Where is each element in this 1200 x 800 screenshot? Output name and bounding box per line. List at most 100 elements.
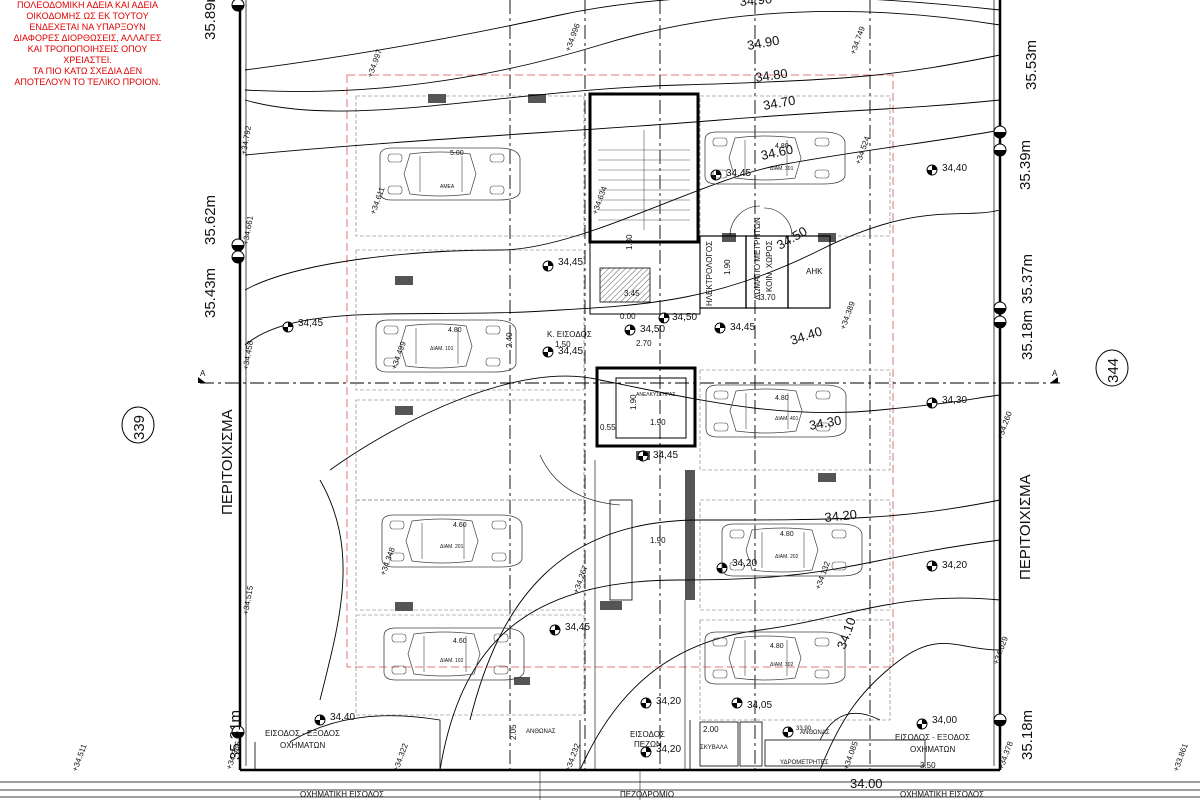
contour-label: 34.90 bbox=[746, 33, 781, 53]
drawing-label: ΑΝΘΩΝΑΣ bbox=[800, 730, 830, 736]
drawing-label: +34.458 bbox=[241, 340, 255, 371]
drawing-label: 4.80 bbox=[770, 643, 784, 650]
drawing-label: 1.90 bbox=[650, 536, 666, 545]
contour-label: 34.10 bbox=[834, 615, 859, 651]
drawing-label: 0.00 bbox=[620, 312, 636, 321]
drawing-label: +34.260 bbox=[995, 410, 1014, 441]
drawing-label: ΑΝΘΩΝΑΣ bbox=[526, 729, 556, 735]
drawing-label: 35.18m bbox=[1019, 310, 1036, 360]
drawing-label: ΕΙΣΟΔΟΣ - ΕΞΟΔΟΣ bbox=[265, 729, 340, 738]
drawing-label: 4.80 bbox=[775, 395, 789, 402]
drawing-label: ΟΧΗΜΑΤΩΝ bbox=[910, 745, 955, 754]
drawing-label: +34.232 bbox=[563, 742, 582, 773]
dimensions: 0.00 2.70 1.50 1.90 1.90 1.90 1.30 3.70 … bbox=[505, 234, 936, 770]
drawing-label: 1.30 bbox=[625, 234, 634, 250]
drawing-label: 2.70 bbox=[636, 339, 652, 348]
drawing-label: +34.996 bbox=[563, 22, 582, 53]
drawing-label: 34,45 bbox=[558, 346, 583, 357]
drawing-label: ΔΙΑΜ. 101 bbox=[430, 346, 454, 352]
drawing-label: 344 bbox=[1105, 358, 1122, 383]
drawing-label: 35.62m bbox=[202, 195, 219, 245]
contour-label: 34.40 bbox=[788, 324, 824, 348]
plot-numbers: 339 344 bbox=[121, 349, 1129, 444]
edge-levels: 35.89m 35.62m 35.43m 35.31m 35.53m 35.39… bbox=[202, 0, 1040, 760]
note-line: ΧΡΕΙΑΣΤΕΙ. bbox=[63, 55, 112, 65]
drawing-label: ΔΙΑΜ. 302 bbox=[770, 662, 794, 668]
drawing-label: +33.861 bbox=[1171, 742, 1190, 773]
building-envelope bbox=[346, 74, 894, 668]
note-line: ΤΑ ΠΙΟ ΚΑΤΩ ΣΧΕΔΙΑ ΔΕΝ bbox=[32, 66, 143, 76]
drawing-label: 34,45 bbox=[565, 622, 590, 633]
drawing-label: ΔΙΑΜ. 102 bbox=[440, 658, 464, 664]
drawing-label: 1.50 bbox=[555, 340, 571, 349]
contour-label: 34.70 bbox=[762, 93, 797, 113]
drawing-label: ΠΕΡΙΤΟΙΧΙΣΜΑ bbox=[219, 409, 236, 515]
parking-bays bbox=[355, 95, 891, 721]
drawing-label: Κ. ΕΙΣΟΔΟΣ bbox=[547, 330, 592, 339]
drawing-label: 4.60 bbox=[453, 638, 467, 645]
drawing-label: ΚΟΙΝ. ΧΩΡΟΣ bbox=[765, 240, 774, 292]
drawing-label: ΑΜΕΑ bbox=[440, 184, 455, 190]
drawing-label: 2.00 bbox=[703, 725, 719, 734]
contour-label: 34.50 bbox=[774, 223, 810, 252]
drawing-label: 35.31m bbox=[227, 710, 244, 760]
drawing-label: ΥΔΡΟΜΕΤΡΗΤΕΣ bbox=[780, 760, 829, 766]
drawing-label: 4.60 bbox=[453, 522, 467, 529]
drawing-label: 34,20 bbox=[656, 696, 681, 707]
drawing-label: +34.611 bbox=[368, 185, 386, 215]
note-line: ΚΑΙ ΤΡΟΠΟΠΟΙΗΣΕΙΣ ΟΠΟΥ bbox=[27, 44, 148, 54]
contour-label: 34.60 bbox=[760, 141, 795, 162]
drawing-label: ΠΕΖΩΝ bbox=[634, 740, 662, 749]
drawing-label: A bbox=[200, 369, 206, 378]
drawing-label: 3.45 bbox=[624, 289, 640, 298]
drawing-label: 34,20 bbox=[942, 560, 967, 571]
street-frontage bbox=[254, 712, 926, 800]
drawing-label: 2.05 bbox=[509, 724, 518, 740]
drawing-label: ΠΕΡΙΤΟΙΧΙΣΜΑ bbox=[1017, 474, 1034, 580]
drawing-label: 35.43m bbox=[202, 268, 219, 318]
drawing-label: +34.749 bbox=[848, 25, 867, 56]
disclaimer-note: ΠΟΛΕΟΔΟΜΙΚΗ ΑΔΕΙΑ ΚΑΙ ΑΔΕΙΑ ΟΙΚΟΔΟΜΗΣ ΩΣ… bbox=[0, 0, 175, 88]
drawing-label: 34,00 bbox=[932, 715, 957, 726]
drawing-label: 33,90 bbox=[796, 726, 812, 732]
drawing-label: +34.997 bbox=[365, 48, 384, 79]
lift-core: ΑΝΕΛΚΥΣΤΗΡΑΣ bbox=[595, 366, 697, 448]
note-line: ΟΙΚΟΔΟΜΗΣ ΩΣ ΕΚ ΤΟΥΤΟΥ bbox=[26, 11, 149, 21]
drawing-label: +34.132 bbox=[813, 560, 832, 591]
drawing-label: 1.90 bbox=[650, 418, 666, 427]
level-markers: 34,45 34,45 34,45 34,45 34,45 34,45 34,4… bbox=[282, 163, 967, 758]
drawing-label: +34.511 bbox=[70, 742, 88, 772]
drawing-label: ΕΙΣΟΔΟΣ bbox=[630, 730, 665, 739]
contour-label: 34.90 bbox=[739, 0, 773, 9]
drawing-label: 34,45 bbox=[558, 257, 583, 268]
drawing-label: ΟΧΗΜΑΤΙΚΗ ΕΙΣΟΔΟΣ bbox=[300, 790, 384, 799]
contour-label: 34.00 bbox=[850, 776, 883, 791]
drawing-label: 35.53m bbox=[1023, 40, 1040, 90]
drawing-label: ΕΙΣΟΔΟΣ - ΕΞΟΔΟΣ bbox=[895, 733, 970, 742]
drawing-label: 34,50 bbox=[640, 324, 665, 335]
drawing-label: 34,45 bbox=[653, 450, 678, 461]
drawing-label: 35.89m bbox=[202, 0, 219, 40]
drawing-label: 34,20 bbox=[732, 558, 757, 569]
drawing-label: 34,05 bbox=[747, 700, 772, 711]
drawing-label: ΔΙΑΜ. 201 bbox=[440, 544, 464, 550]
contour-lines bbox=[244, 0, 1001, 771]
walkway bbox=[539, 454, 695, 770]
drawing-label: ΔΙΑΜ. 401 bbox=[775, 416, 799, 422]
note-line: ΠΟΛΕΟΔΟΜΙΚΗ ΑΔΕΙΑ ΚΑΙ ΑΔΕΙΑ bbox=[16, 0, 159, 10]
service-rooms bbox=[699, 205, 831, 309]
stair-core bbox=[588, 92, 701, 315]
contour-label: 34.20 bbox=[824, 507, 858, 525]
drawing-label: 3.50 bbox=[920, 761, 936, 770]
boundary-labels: ΠΕΡΙΤΟΙΧΙΣΜΑ ΠΕΡΙΤΟΙΧΙΣΜΑ bbox=[219, 409, 1034, 580]
drawing-label: A bbox=[1052, 369, 1058, 378]
drawing-label: 0.55 bbox=[600, 423, 616, 432]
